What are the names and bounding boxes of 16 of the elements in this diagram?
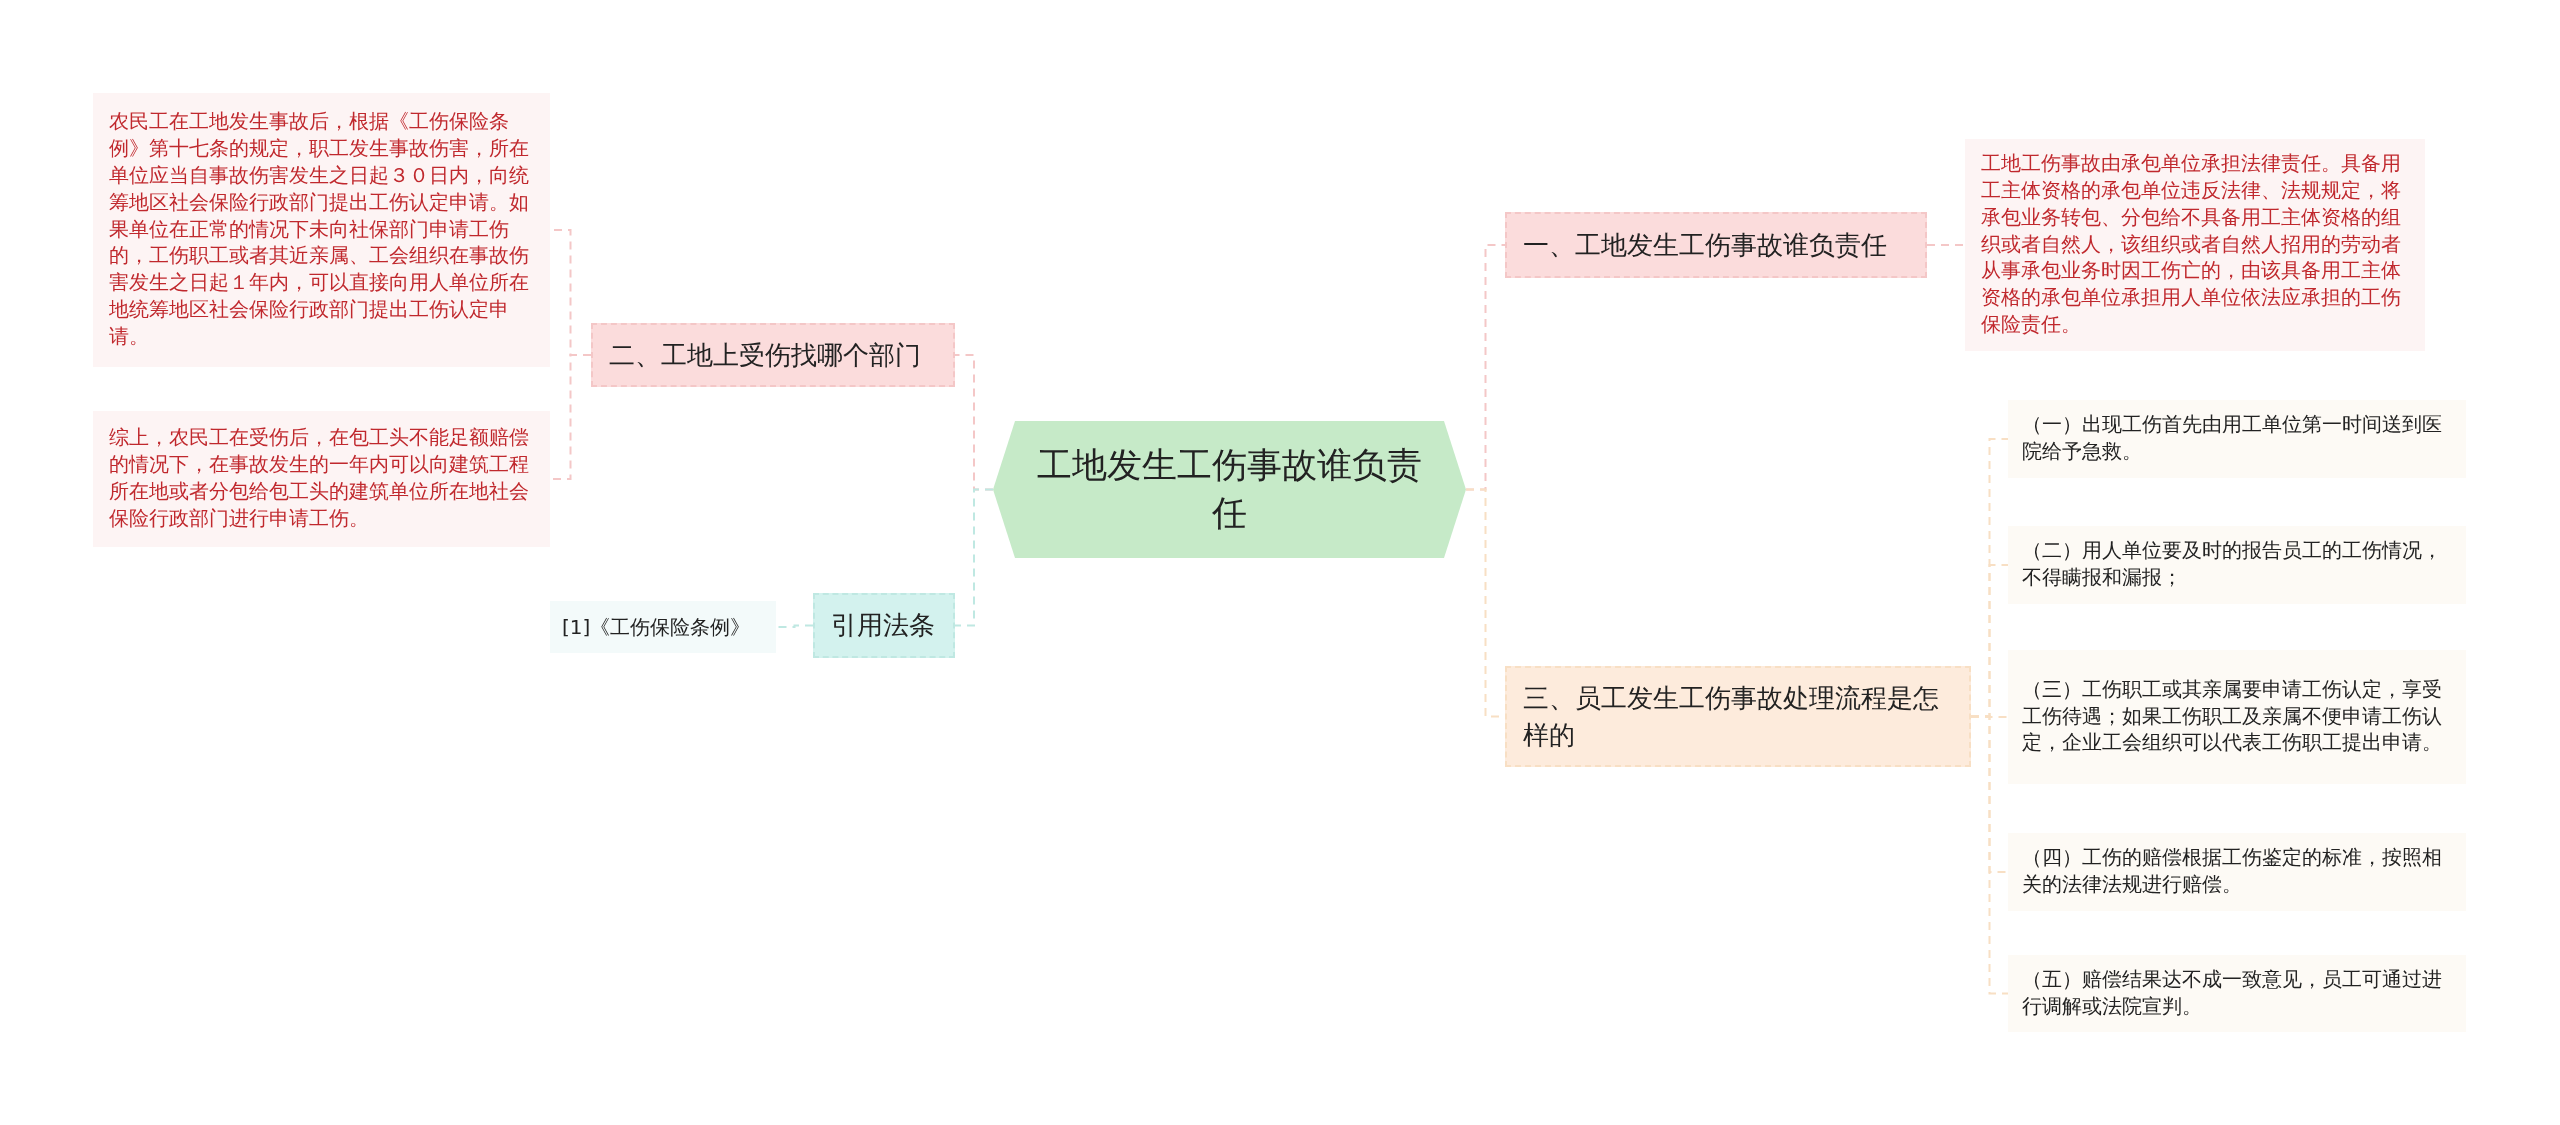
connector-line <box>1926 244 1966 246</box>
note-card: （四）工伤的赔偿根据工伤鉴定的标准，按照相关的法律法规进行赔偿。 <box>2008 833 2466 911</box>
note-card: 农民工在工地发生事故后，根据《工伤保险条例》第十七条的规定，职工发生事故伤害，所在单位应当自事故伤害发生之日起３０日内，向统筹地区社会保险行政部门提出工伤认定申请。如果单位在正常的情况下未向社保部门申请工伤的，工伤职工或者其近亲属、工会组织在事故伤害发生之日起１年内，可以直接向用人单位所在地统筹地区社会保险行政部门提出工伤认定申请。 <box>93 93 550 367</box>
citation-box: [1]《工伤保险条例》 <box>550 601 776 653</box>
topic-box: 一、工地发生工伤事故谁负责任 <box>1505 212 1927 278</box>
note-card: （五）赔偿结果达不成一致意见，员工可通过进行调解或法院宣判。 <box>2008 955 2466 1032</box>
note-card: （一）出现工伤首先由用工单位第一时间送到医院给予急救。 <box>2008 400 2466 478</box>
central-topic-hexagon: 工地发生工伤事故谁负责任 <box>993 421 1466 558</box>
note-card: 综上，农民工在受伤后，在包工头不能足额赔偿的情况下，在事故发生的一年内可以向建筑工程所在地或者分包给包工头的建筑单位所在地社会保险行政部门进行申请工伤。 <box>93 411 550 547</box>
note-card: （二）用人单位要及时的报告员工的工伤情况，不得瞒报和漏报； <box>2008 526 2466 604</box>
topic-box: 引用法条 <box>813 593 955 658</box>
topic-box: 三、员工发生工伤事故处理流程是怎样的 <box>1505 666 1971 767</box>
note-card: 工地工伤事故由承包单位承担法律责任。具备用工主体资格的承包单位违反法律、法规规定，将承包业务转包、分包给不具备用工主体资格的组织或者自然人，该组织或者自然人招用的劳动者从事承包业务时因工伤亡的，由该具备用工主体资格的承包单位承担用人单位依法应承担的工伤保险责任。 <box>1965 139 2425 351</box>
connector-line <box>954 488 994 627</box>
note-card: （三）工伤职工或其亲属要申请工伤认定，享受工伤待遇；如果工伤职工及亲属不便申请工伤认定，企业工会组织可以代表工伤职工提出申请。 <box>2008 650 2466 784</box>
topic-box: 二、工地上受伤找哪个部门 <box>591 323 955 387</box>
